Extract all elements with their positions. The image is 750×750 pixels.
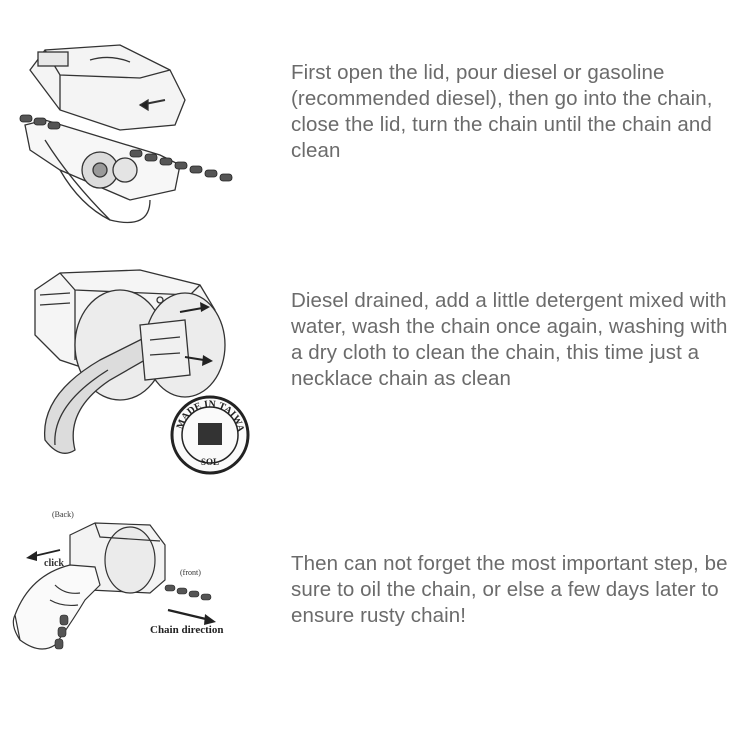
back-label: (Back): [52, 510, 74, 519]
step-2: MADE IN TAIWAN SOL Diesel drained, add a…: [0, 265, 750, 505]
front-label: (front): [180, 568, 201, 577]
step-2-instruction: Diesel drained, add a little detergent m…: [291, 289, 728, 390]
chain-direction-label: Chain direction: [150, 624, 223, 636]
svg-text:SOL: SOL: [201, 457, 219, 467]
chain-cleaner-usage-illustration: (Back) click (front) Chain direction: [12, 510, 223, 650]
click-label: click: [44, 558, 64, 569]
step-3-instruction: Then can not forget the most important s…: [291, 552, 728, 627]
step-3: (Back) click (front) Chain direction: [0, 505, 750, 665]
step-1: First open the lid, pour diesel or gasol…: [0, 30, 750, 230]
chain-cleaner-closed-illustration: MADE IN TAIWAN SOL: [0, 265, 250, 475]
step-1-instruction: First open the lid, pour diesel or gasol…: [291, 61, 713, 162]
chain-cleaner-open-lid-illustration: [19, 44, 233, 224]
